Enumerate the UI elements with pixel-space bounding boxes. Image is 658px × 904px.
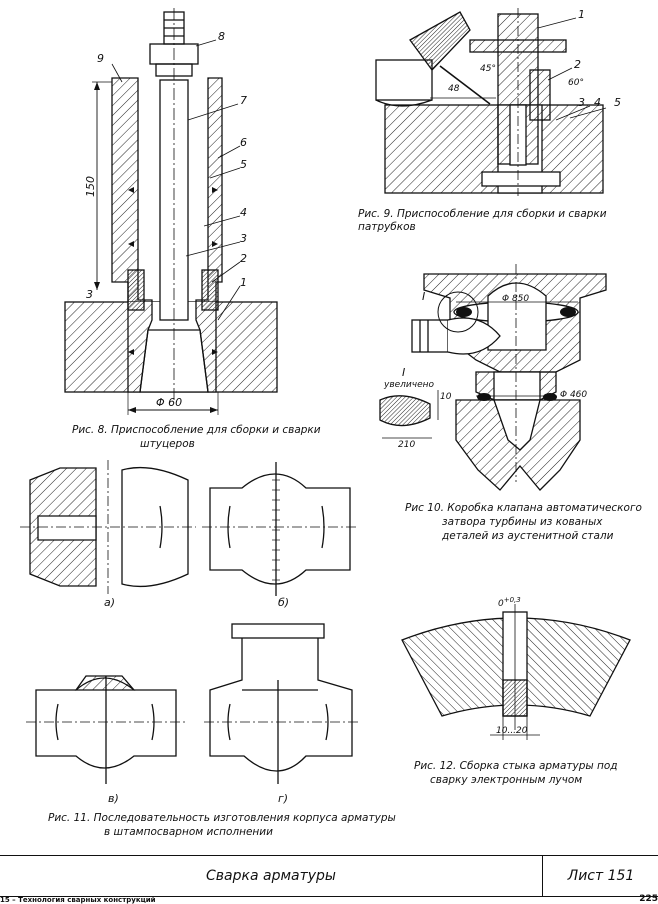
fig8-callout-5: 5	[240, 158, 247, 171]
fig10-dim-850: Φ 850	[502, 294, 530, 304]
fig9-caption: Рис. 9. Приспособление для сборки и свар…	[358, 208, 607, 233]
fig8-callout-4: 4	[240, 206, 247, 219]
fig8-dim-height: 150	[84, 176, 97, 197]
fig8-callout-7: 7	[240, 94, 247, 107]
fig10-detail-marker: I	[422, 290, 426, 303]
fig12-dim-width: 10...20	[496, 726, 528, 736]
fig9-callout-5: 5	[614, 96, 621, 109]
fig10-dim-460: Φ 460	[560, 390, 588, 400]
fig8-caption-1: Рис. 8. Приспособление для сборки и свар…	[72, 424, 321, 436]
fig11-caption-1: Рис. 11. Последовательность изготовления…	[48, 812, 396, 824]
fig10-dim-210: 210	[398, 440, 416, 450]
fig11-sub-v: в)	[108, 792, 119, 805]
fig9-callout-1: 1	[578, 8, 585, 21]
fig12-gap-tol: 0+0,3	[498, 596, 521, 609]
fig10-caption-2: затвора турбины из кованых	[442, 516, 603, 528]
fig8-callout-8: 8	[218, 30, 225, 43]
fig8-dim-gap: 3	[86, 288, 93, 301]
fig9-angle-60: 60°	[568, 78, 584, 88]
fig10-drawing	[379, 264, 607, 491]
fig8-dim-diameter: Φ 60	[156, 396, 183, 409]
fig10-caption-3: деталей из аустенитной стали	[442, 530, 614, 542]
fig10-detail-label: I	[402, 366, 406, 379]
fig8-callout-1: 1	[240, 276, 247, 289]
fig11-drawing	[20, 460, 360, 784]
fig9-callout-2: 2	[574, 58, 581, 71]
footer-left: 15 – Технология сварных конструкций	[0, 896, 156, 904]
fig8-callout-2: 2	[240, 252, 247, 265]
fig10-caption-1: Рис 10. Коробка клапана автоматического	[405, 502, 642, 514]
fig8-callout-6: 6	[240, 136, 247, 149]
fig8-callout-3: 3	[240, 232, 247, 245]
fig8-caption-2: штуцеров	[140, 438, 195, 450]
fig9-angle-45: 45°	[480, 64, 496, 74]
fig12-caption-1: Рис. 12. Сборка стыка арматуры под	[414, 760, 618, 772]
fig10-detail-note: увеличено	[384, 380, 435, 390]
fig12-caption-2: сварку электронным лучом	[430, 774, 583, 786]
fig9-dim-48: 48	[448, 84, 460, 94]
fig12-drawing	[401, 604, 631, 740]
page-number: 225	[639, 894, 658, 904]
sheet-title: Сварка арматуры	[0, 856, 543, 896]
fig9-drawing	[375, 8, 607, 196]
fig9-callout-4: 4	[594, 96, 601, 109]
fig8-drawing	[64, 8, 278, 415]
fig11-caption-2: в штампосварном исполнении	[104, 826, 273, 838]
sheet-number: Лист 151	[567, 868, 635, 884]
fig10-dim-10: 10	[440, 392, 452, 402]
fig11-sub-b: б)	[278, 596, 290, 609]
fig9-callout-3: 3	[578, 96, 585, 109]
title-block: Сварка арматуры Лист 151	[0, 855, 658, 897]
fig8-callout-9: 9	[97, 52, 104, 65]
fig11-sub-g: г)	[278, 792, 289, 805]
fig11-sub-a: а)	[104, 596, 116, 609]
